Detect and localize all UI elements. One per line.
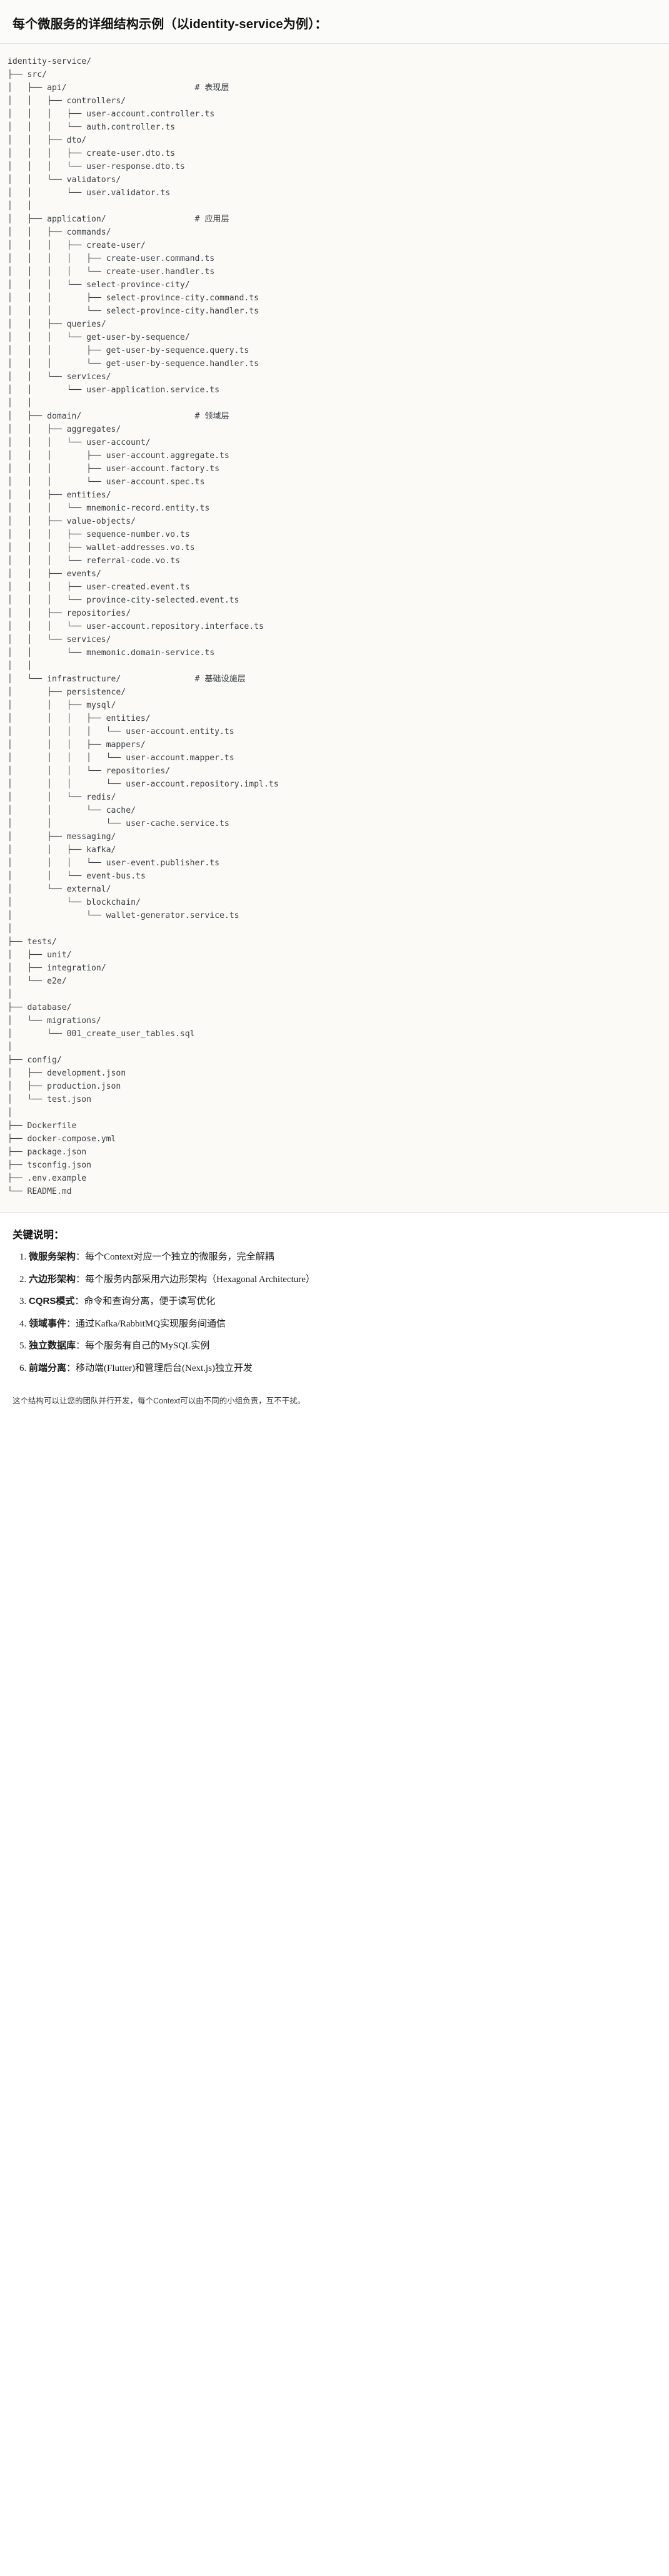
key-note-description: 每个服务内部采用六边形架构（Hexagonal Architecture） xyxy=(85,1274,315,1285)
directory-tree: identity-service/ ├── src/ │ ├── api/ # … xyxy=(8,57,279,1196)
key-notes-title: 关键说明： xyxy=(13,1229,64,1241)
key-note-description: 通过Kafka/RabbitMQ实现服务间通信 xyxy=(76,1318,226,1329)
key-note-term: 前端分离 xyxy=(29,1362,67,1373)
key-notes-list: 微服务架构：每个Context对应一个独立的微服务，完全解耦六边形架构：每个服务… xyxy=(13,1250,656,1375)
key-note-item: 六边形架构：每个服务内部采用六边形架构（Hexagonal Architectu… xyxy=(29,1273,656,1287)
key-note-separator: ： xyxy=(76,1252,86,1262)
key-note-description: 每个Context对应一个独立的微服务，完全解耦 xyxy=(85,1252,274,1262)
key-note-separator: ： xyxy=(76,1274,86,1285)
key-note-separator: ： xyxy=(76,1341,86,1351)
document-header: 每个微服务的详细结构示例（以identity-service为例）： xyxy=(0,0,669,44)
key-note-term: 独立数据库 xyxy=(29,1340,76,1351)
key-note-item: 领域事件：通过Kafka/RabbitMQ实现服务间通信 xyxy=(29,1317,656,1331)
key-note-separator: ： xyxy=(66,1363,76,1373)
key-note-separator: ： xyxy=(66,1318,76,1329)
key-notes-section: 关键说明： 微服务架构：每个Context对应一个独立的微服务，完全解耦六边形架… xyxy=(0,1213,669,1390)
directory-tree-block: identity-service/ ├── src/ │ ├── api/ # … xyxy=(0,44,669,1213)
key-note-description: 命令和查询分离，便于读写优化 xyxy=(84,1296,216,1306)
key-note-item: 微服务架构：每个Context对应一个独立的微服务，完全解耦 xyxy=(29,1250,656,1265)
key-note-item: CQRS模式：命令和查询分离，便于读写优化 xyxy=(29,1295,656,1309)
key-note-term: CQRS模式 xyxy=(29,1296,75,1306)
key-note-item: 独立数据库：每个服务有自己的MySQL实例 xyxy=(29,1339,656,1353)
page-title: 每个微服务的详细结构示例（以identity-service为例）： xyxy=(13,18,328,31)
key-note-term: 六边形架构 xyxy=(29,1273,76,1285)
key-note-description: 移动端(Flutter)和管理后台(Next.js)独立开发 xyxy=(76,1363,253,1373)
document-page: 每个微服务的详细结构示例（以identity-service为例）： ident… xyxy=(0,0,669,1422)
closing-note: 这个结构可以让您的团队并行开发，每个Context可以由不同的小组负责，互不干扰… xyxy=(0,1390,669,1422)
key-note-term: 领域事件 xyxy=(29,1318,67,1329)
key-note-item: 前端分离：移动端(Flutter)和管理后台(Next.js)独立开发 xyxy=(29,1362,656,1376)
key-note-term: 微服务架构 xyxy=(29,1251,76,1262)
key-note-separator: ： xyxy=(74,1296,84,1306)
key-note-description: 每个服务有自己的MySQL实例 xyxy=(85,1341,210,1351)
